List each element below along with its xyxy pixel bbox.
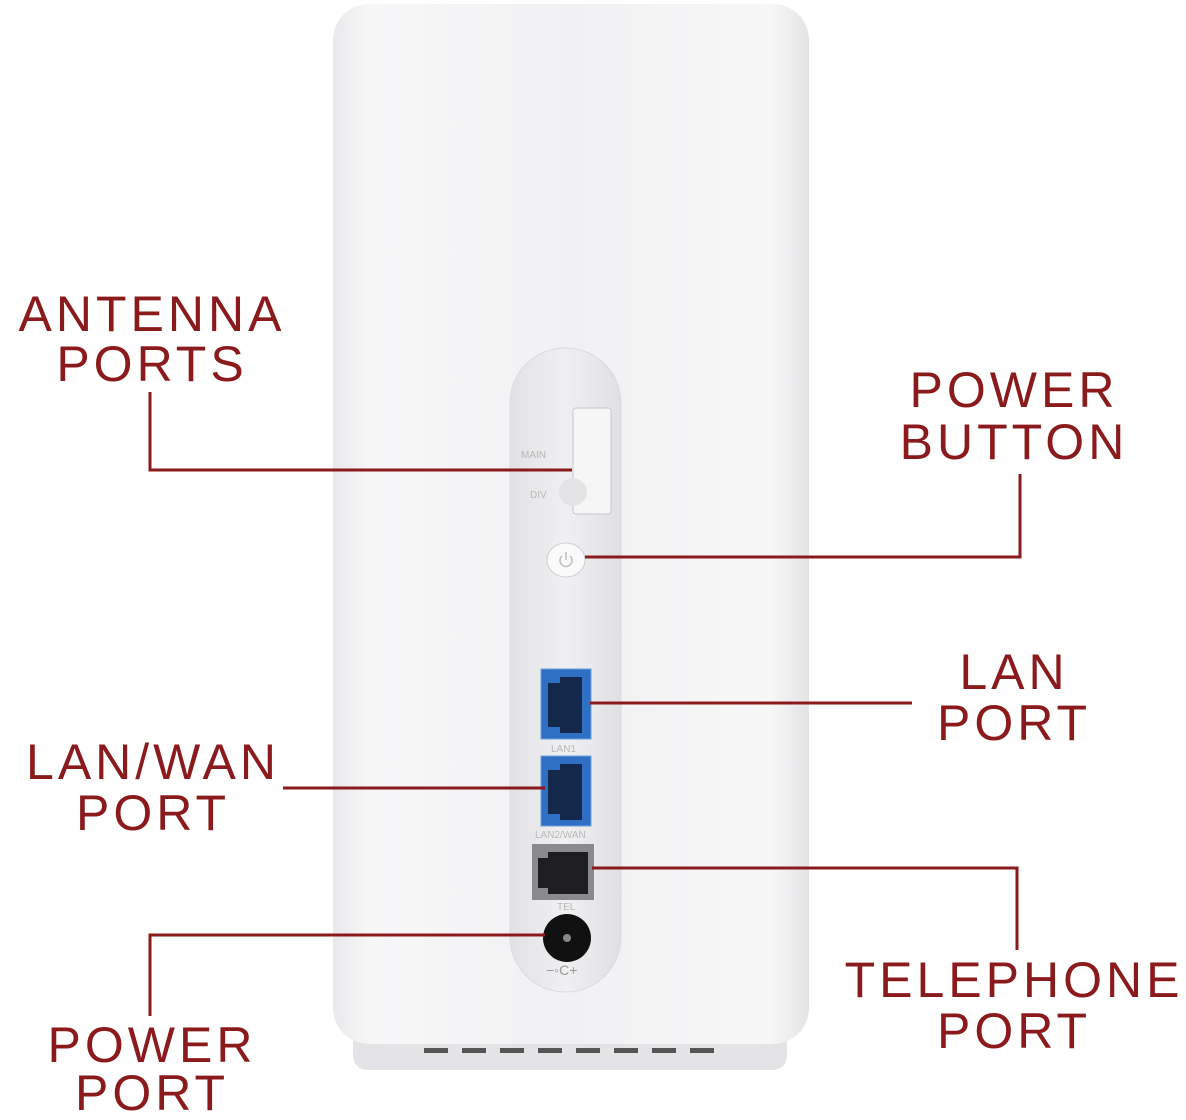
lan1-port[interactable] (540, 668, 592, 740)
rear-panel: MAIN DIV LAN1 LAN2/WAN TEL −◦C+ (509, 347, 622, 993)
svg-text:PORTS: PORTS (56, 336, 247, 392)
tel-label: TEL (557, 902, 576, 913)
lan2-wan-label: LAN2/WAN (535, 830, 586, 841)
telephone-leader-line (592, 866, 1019, 950)
svg-text:POWER: POWER (910, 362, 1119, 418)
callout-lan-wan-port: LAN/WAN PORT (26, 734, 280, 841)
div-label: DIV (530, 490, 547, 501)
power-button-leader-line (585, 474, 1022, 559)
callout-telephone-port: TELEPHONE PORT (845, 952, 1184, 1059)
svg-text:PORT: PORT (937, 695, 1091, 751)
svg-text:LAN: LAN (959, 644, 1068, 700)
svg-text:PORT: PORT (75, 1065, 229, 1120)
lan1-label: LAN1 (551, 744, 576, 755)
callout-power-button: POWER BUTTON (900, 362, 1129, 470)
svg-text:PORT: PORT (937, 1003, 1091, 1059)
dc-polarity-label: −◦C+ (546, 962, 577, 978)
svg-text:LAN/WAN: LAN/WAN (26, 734, 280, 790)
power-icon (559, 552, 573, 568)
callout-antenna-ports: ANTENNA PORTS (19, 286, 286, 392)
callout-power-port: POWER PORT (48, 1017, 257, 1120)
callout-lan-port: LAN PORT (937, 644, 1091, 751)
svg-text:TELEPHONE: TELEPHONE (845, 952, 1184, 1008)
power-port-leader-line (148, 933, 545, 1016)
main-label: MAIN (521, 450, 546, 461)
antenna-leader-line (148, 392, 572, 472)
svg-text:PORT: PORT (76, 785, 230, 841)
telephone-port[interactable] (532, 844, 594, 900)
power-button[interactable] (546, 542, 586, 578)
svg-text:BUTTON: BUTTON (900, 414, 1129, 470)
svg-text:ANTENNA: ANTENNA (19, 286, 286, 342)
lan2-wan-port[interactable] (540, 755, 592, 827)
svg-text:POWER: POWER (48, 1017, 257, 1073)
power-port[interactable] (543, 914, 591, 962)
